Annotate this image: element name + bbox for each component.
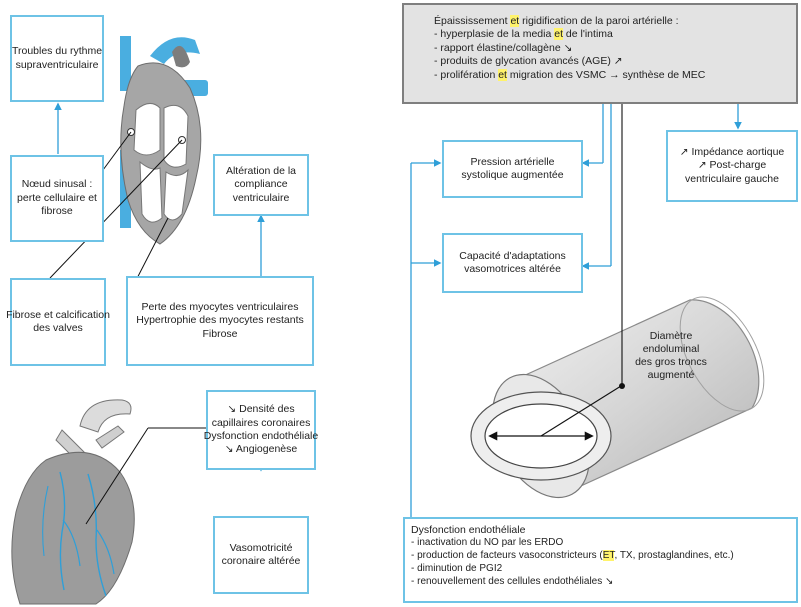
- box-myocytes: Perte des myocytes ventriculaires Hypert…: [126, 276, 314, 366]
- wall-line-1-highlight: et: [554, 28, 563, 40]
- valves-line-1: Fibrose et calcification: [6, 309, 110, 322]
- endothelial-line-3: - diminution de PGI2: [411, 563, 790, 576]
- sinus-line-3: fibrose: [17, 205, 97, 218]
- sinus-line-1: Nœud sinusal :: [17, 178, 97, 191]
- capillaries-line-2: capillaires coronaires: [204, 417, 318, 430]
- adaptation-line-2: vasomotrices altérée: [459, 263, 566, 276]
- box-aortic-impedance: ↗ Impédance aortique ↗ Post-charge ventr…: [666, 130, 798, 202]
- wall-line-4-highlight: et: [498, 69, 507, 81]
- myocytes-line-2: Hypertrophie des myocytes restants: [136, 314, 304, 327]
- capillaries-line-1: ↘ Densité des: [204, 403, 318, 416]
- box-capillaries: ↘ Densité des capillaires coronaires Dys…: [206, 390, 316, 470]
- vasomotricity-line-1: Vasomotricité: [222, 542, 301, 555]
- impedance-line-3: ventriculaire gauche: [680, 173, 785, 186]
- valves-line-2: des valves: [6, 322, 110, 335]
- myocytes-line-3: Fibrose: [136, 328, 304, 341]
- wall-title-highlight: et: [510, 15, 519, 27]
- box-endothelial-dysfunction: Dysfonction endothéliale - inactivation …: [403, 517, 798, 603]
- box-systolic-pressure: Pression artérielle systolique augmentée: [442, 140, 583, 198]
- box-vasomotricity: Vasomotricité coronaire altérée: [213, 516, 309, 594]
- rhythm-line-1: Troubles du rythme: [12, 45, 102, 58]
- box-arterial-wall: Épaississement et rigidification de la p…: [402, 3, 798, 104]
- myocytes-line-1: Perte des myocytes ventriculaires: [136, 301, 304, 314]
- pressure-line-1: Pression artérielle: [461, 156, 563, 169]
- box-compliance: Altération de la compliance ventriculair…: [213, 154, 309, 216]
- endothelial-line-1: - inactivation du NO par les ERDO: [411, 537, 790, 550]
- diameter-line-3: des gros troncs: [622, 356, 720, 369]
- endothelial-line-2: - production de facteurs vasoconstricteu…: [411, 550, 790, 563]
- diameter-label: Diamètre endoluminal des gros troncs aug…: [622, 330, 720, 383]
- compliance-line-1: Altération de la: [226, 165, 296, 178]
- endothelial-title: Dysfonction endothéliale: [411, 524, 790, 537]
- box-sinus-node: Nœud sinusal : perte cellulaire et fibro…: [10, 155, 104, 242]
- heart-cross-section-illustration: [120, 36, 208, 244]
- wall-line-4: - prolifération et migration des VSMC → …: [434, 69, 788, 82]
- diameter-line-2: endoluminal: [622, 343, 720, 356]
- heart-coronary-illustration: [12, 400, 134, 604]
- box-vasomotor-adaptation: Capacité d'adaptations vasomotrices alté…: [442, 233, 583, 293]
- rhythm-line-2: supraventriculaire: [12, 59, 102, 72]
- compliance-line-2: compliance: [226, 178, 296, 191]
- box-valves: Fibrose et calcification des valves: [10, 278, 106, 366]
- capillaries-line-4: ↘ Angiogenèse: [204, 443, 318, 456]
- box-rhythm-disorders: Troubles du rythme supraventriculaire: [10, 15, 104, 102]
- pressure-line-2: systolique augmentée: [461, 169, 563, 182]
- diameter-line-1: Diamètre: [622, 330, 720, 343]
- diameter-line-4: augmenté: [622, 369, 720, 382]
- impedance-line-2: ↗ Post-charge: [680, 159, 785, 172]
- wall-line-1: - hyperplasie de la media et de l'intima: [434, 28, 788, 41]
- compliance-line-3: ventriculaire: [226, 192, 296, 205]
- adaptation-line-1: Capacité d'adaptations: [459, 250, 566, 263]
- endothelial-line-2-highlight: ET: [603, 550, 615, 561]
- wall-title: Épaississement et rigidification de la p…: [434, 15, 788, 28]
- vasomotricity-line-2: coronaire altérée: [222, 555, 301, 568]
- endothelial-line-4: - renouvellement des cellules endothélia…: [411, 576, 790, 589]
- wall-line-3: - produits de glycation avancés (AGE) ↗: [434, 55, 788, 68]
- impedance-line-1: ↗ Impédance aortique: [680, 146, 785, 159]
- wall-line-2: - rapport élastine/collagène ↘: [434, 42, 788, 55]
- capillaries-line-3: Dysfonction endothéliale: [204, 430, 318, 443]
- sinus-line-2: perte cellulaire et: [17, 192, 97, 205]
